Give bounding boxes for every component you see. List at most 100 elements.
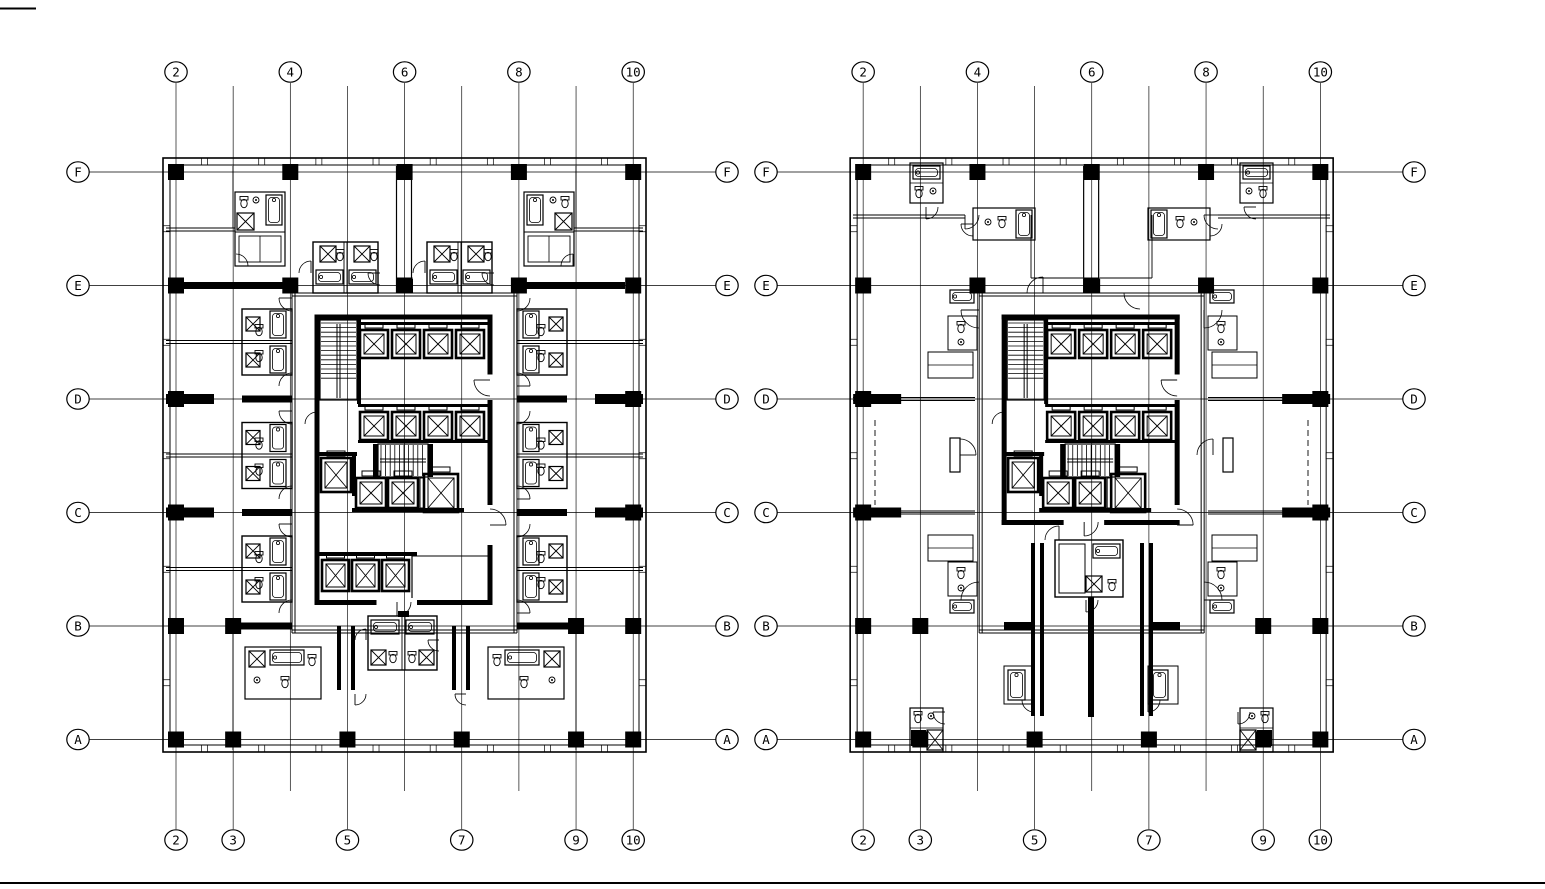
grid-bubble-bottom-10: 10 bbox=[621, 829, 645, 851]
door-swing-icon bbox=[1021, 699, 1035, 713]
grid-bubble-bottom-9: 9 bbox=[564, 829, 588, 851]
grid-lines bbox=[777, 83, 1403, 829]
x-shaft-icon bbox=[245, 352, 261, 368]
toilet-icon bbox=[369, 249, 379, 262]
grid-bubble-top-2: 2 bbox=[164, 61, 188, 83]
elevator-core bbox=[304, 314, 507, 617]
door-swing-icon bbox=[354, 693, 367, 706]
grid-bubble-left-A: A bbox=[754, 728, 778, 751]
door-swing-icon bbox=[1177, 508, 1194, 526]
door-swing-icon bbox=[1160, 379, 1178, 397]
toilet-icon bbox=[335, 249, 345, 262]
elevator-car-icon bbox=[319, 450, 353, 494]
door-swings bbox=[925, 206, 1257, 725]
svg-text:2: 2 bbox=[172, 832, 180, 847]
door-swing-icon bbox=[1026, 276, 1044, 294]
bathtub-icon bbox=[1150, 209, 1168, 239]
svg-text:7: 7 bbox=[1145, 832, 1153, 847]
sink-icon bbox=[253, 676, 261, 684]
window-ticks bbox=[162, 157, 647, 753]
grid-bubble-top-10: 10 bbox=[621, 61, 645, 83]
bathtub-icon bbox=[522, 458, 540, 488]
x-shaft-icon bbox=[245, 316, 261, 332]
door-swing-icon bbox=[1243, 206, 1257, 220]
bathtub-icon bbox=[1150, 669, 1169, 701]
door-swing-icon bbox=[1237, 711, 1251, 725]
svg-text:B: B bbox=[74, 618, 82, 633]
door-swing-icon bbox=[481, 272, 495, 286]
svg-text:C: C bbox=[762, 505, 770, 520]
grid-bubble-right-C: C bbox=[1402, 501, 1426, 524]
svg-text:4: 4 bbox=[287, 64, 295, 79]
svg-text:E: E bbox=[1410, 278, 1418, 293]
svg-text:C: C bbox=[74, 505, 82, 520]
svg-text:F: F bbox=[723, 164, 731, 179]
svg-text:10: 10 bbox=[1313, 832, 1328, 847]
sink-icon bbox=[1217, 584, 1225, 592]
grid-bubble-bottom-7: 7 bbox=[1137, 829, 1161, 851]
door-swing-icon bbox=[1085, 599, 1099, 613]
door-swing-icon bbox=[473, 379, 491, 397]
door-swing-icon bbox=[1044, 525, 1060, 541]
toilet-icon bbox=[560, 196, 570, 209]
x-shaft-icon bbox=[1239, 729, 1257, 751]
elevator-car-icon bbox=[1077, 322, 1109, 360]
wardrobe bbox=[927, 351, 974, 379]
bathtub-icon bbox=[949, 289, 975, 304]
sink-icon bbox=[957, 584, 965, 592]
elevator-car-icon bbox=[386, 470, 420, 510]
door-swing-icon bbox=[1147, 699, 1161, 713]
svg-text:D: D bbox=[74, 391, 82, 406]
sink-icon bbox=[1190, 218, 1198, 226]
grid-bubble-left-E: E bbox=[754, 274, 778, 297]
grid-bubble-left-C: C bbox=[66, 501, 90, 524]
bath-pod bbox=[1003, 665, 1035, 705]
bathtub-icon bbox=[504, 649, 540, 666]
grid-bubble-right-F: F bbox=[1402, 161, 1426, 183]
sheet-border bbox=[0, 7, 1545, 884]
stair-icon bbox=[1008, 322, 1044, 398]
grid-bubble-right-B: B bbox=[1402, 615, 1426, 637]
elevator-car-icon bbox=[454, 404, 486, 442]
bath-pod-stack bbox=[1207, 289, 1258, 379]
x-shaft-icon bbox=[926, 729, 944, 751]
svg-text:B: B bbox=[723, 618, 731, 633]
room-partitions bbox=[166, 166, 643, 603]
grid-bubble-top-8: 8 bbox=[507, 61, 531, 83]
elevator-car-icon bbox=[380, 552, 411, 593]
svg-text:4: 4 bbox=[974, 64, 982, 79]
svg-text:F: F bbox=[1410, 164, 1418, 179]
bathtub-icon bbox=[269, 572, 287, 601]
bathtub-icon bbox=[315, 269, 344, 285]
svg-text:2: 2 bbox=[859, 64, 867, 79]
toilet-icon bbox=[254, 463, 264, 476]
toilet-icon bbox=[536, 324, 546, 337]
bath-pod-pair bbox=[166, 535, 293, 603]
elevator-car-icon bbox=[350, 552, 381, 593]
elevator-car-icon bbox=[454, 322, 486, 360]
sink-icon bbox=[548, 676, 556, 684]
door-swing-icon bbox=[489, 508, 507, 526]
x-shaft-icon bbox=[236, 212, 255, 231]
toilet-icon bbox=[254, 324, 264, 337]
elevator-car-icon bbox=[419, 466, 460, 514]
bathtub-icon bbox=[269, 423, 287, 453]
svg-text:5: 5 bbox=[344, 832, 352, 847]
grid-bubble-right-C: C bbox=[715, 501, 739, 524]
toilet-icon bbox=[307, 654, 317, 667]
bathtub-icon bbox=[1015, 209, 1033, 239]
toilet-icon bbox=[536, 551, 546, 564]
grid-bubble-top-8: 8 bbox=[1194, 61, 1218, 83]
x-shaft-icon bbox=[1085, 575, 1103, 593]
svg-text:B: B bbox=[762, 618, 770, 633]
grid-bubble-right-A: A bbox=[1402, 728, 1426, 751]
x-shaft-icon bbox=[245, 579, 261, 595]
svg-text:10: 10 bbox=[626, 64, 641, 79]
toilet-icon bbox=[388, 651, 398, 664]
x-shaft-icon bbox=[543, 650, 561, 668]
corner-bath-pod bbox=[523, 191, 575, 267]
door-swing-icon bbox=[960, 223, 974, 237]
grid-bubble-bottom-9: 9 bbox=[1251, 829, 1275, 851]
